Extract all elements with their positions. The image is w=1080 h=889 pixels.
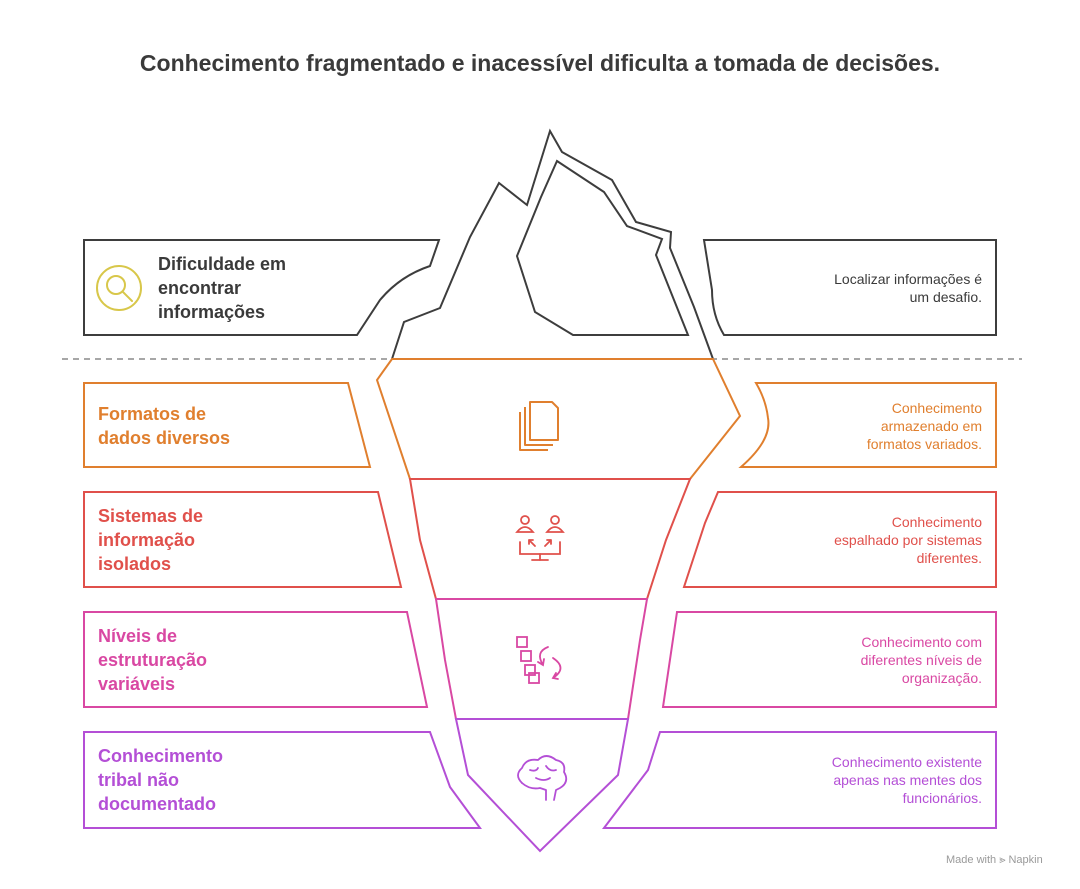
level-4-label-line: Conhecimento — [98, 746, 224, 766]
level-1-label-line: Formatos de — [98, 404, 207, 424]
level-4-right-panel — [601, 731, 997, 829]
top-description-line: um desafio. — [909, 289, 982, 305]
level-4-label-line: documentado — [98, 794, 217, 814]
level-3-label-line: estruturação — [98, 650, 208, 670]
level-3-label: Níveis de estruturação variáveis — [98, 624, 207, 696]
level-2-label-line: informação — [98, 530, 196, 550]
napkin-watermark: Made with ⪢ Napkin — [946, 854, 1043, 866]
level-2-description: Conhecimento espalhado por sistemas dife… — [834, 513, 982, 567]
level-2-iceberg-band — [408, 478, 692, 600]
level-3-description-line: organização. — [901, 670, 982, 686]
level-4-description-line: Conhecimento existente — [831, 754, 982, 770]
level-4-left-panel — [83, 731, 482, 829]
level-1-label: Formatos de dados diversos — [98, 402, 230, 450]
level-1-label-line: dados diversos — [98, 428, 231, 448]
top-label: Dificuldade em encontrar informações — [158, 252, 286, 324]
level-1-description-line: formatos variados. — [866, 436, 982, 452]
level-4-description-line: funcionários. — [902, 790, 982, 806]
documents-icon — [519, 401, 559, 451]
level-2-label-line: isolados — [98, 554, 172, 574]
iceberg-peak-outer — [391, 128, 714, 360]
users-network-icon — [515, 515, 565, 561]
level-1-description: Conhecimento armazenado em formatos vari… — [867, 399, 982, 453]
level-3-iceberg-band — [434, 598, 649, 720]
level-3-right-panel — [661, 611, 997, 708]
level-1-left-panel — [83, 382, 372, 468]
level-2-label-line: Sistemas de — [98, 506, 204, 526]
top-label-line: Dificuldade em — [158, 254, 287, 274]
diagram-title: Conhecimento fragmentado e inacessível d… — [139, 50, 941, 76]
level-3-description-line: diferentes níveis de — [860, 652, 982, 668]
level-3-left-panel — [83, 611, 429, 708]
level-2-right-panel — [682, 491, 997, 588]
level-4-iceberg-band — [454, 718, 630, 853]
iceberg-peak-inner — [515, 159, 690, 336]
level-1-description-line: Conhecimento — [891, 400, 982, 416]
search-icon — [96, 265, 142, 311]
top-label-line: informações — [158, 302, 266, 322]
level-1-description-line: armazenado em — [880, 418, 982, 434]
level-2-description-line: espalhado por sistemas — [834, 532, 982, 548]
top-description: Localizar informações é um desafio. — [834, 270, 982, 306]
top-right-panel — [702, 239, 997, 336]
top-left-panel — [83, 239, 441, 336]
top-description-line: Localizar informações é — [834, 271, 982, 287]
level-3-description: Conhecimento com diferentes níveis de or… — [861, 633, 982, 687]
level-2-left-panel — [83, 491, 403, 588]
brain-icon — [517, 755, 568, 801]
level-1-right-panel — [738, 382, 997, 468]
level-3-description-line: Conhecimento com — [861, 634, 982, 650]
level-3-label-line: variáveis — [98, 674, 176, 694]
level-2-label: Sistemas de informação isolados — [98, 504, 203, 576]
level-2-description-line: diferentes. — [916, 550, 982, 566]
level-4-label: Conhecimento tribal não documentado — [98, 744, 223, 816]
level-4-label-line: tribal não — [98, 770, 180, 790]
level-3-label-line: Níveis de — [98, 626, 178, 646]
structure-blocks-icon — [516, 636, 562, 684]
top-label-line: encontrar — [158, 278, 242, 298]
level-2-description-line: Conhecimento — [891, 514, 982, 530]
level-4-description: Conhecimento existente apenas nas mentes… — [832, 753, 982, 807]
level-4-description-line: apenas nas mentes dos — [833, 772, 982, 788]
